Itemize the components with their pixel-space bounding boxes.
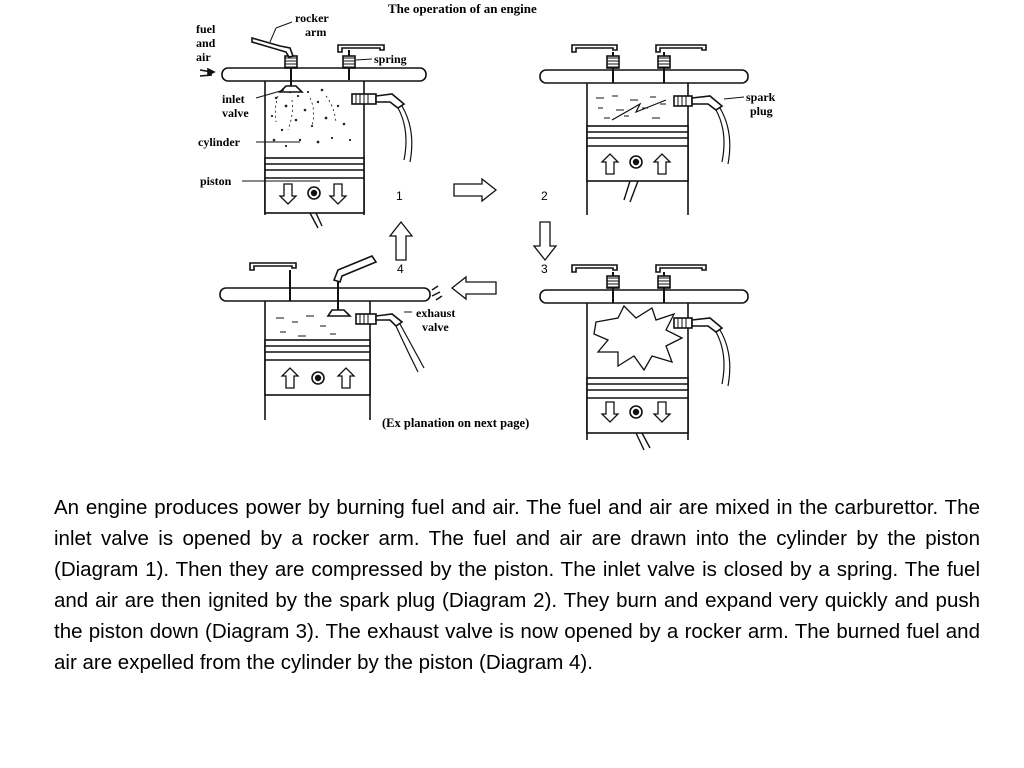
label-spring: spring: [374, 52, 407, 66]
stage-number-4: 4: [397, 262, 404, 276]
stage-4-exhaust: [219, 255, 443, 420]
stage-1-intake: [199, 36, 427, 229]
label-arm: arm: [305, 25, 326, 39]
stage-number-1: 1: [396, 189, 403, 203]
arrow-2-to-3: [532, 221, 558, 262]
label-fuel: fuel: [196, 22, 216, 36]
fuel-mist: [270, 88, 352, 148]
label-spark: spark: [746, 90, 776, 104]
stage-number-2: 2: [541, 189, 548, 203]
label-exhaust: exhaust: [416, 306, 455, 320]
stage-1-leader-lines: [242, 21, 373, 182]
arrow-3-to-4: [450, 275, 497, 301]
label-valve: valve: [222, 106, 249, 120]
explanation-paragraph: An engine produces power by burning fuel…: [54, 496, 980, 674]
stage-2-compression: [539, 44, 749, 215]
label-exhaust-valve: valve: [422, 320, 449, 334]
label-rocker: rocker: [295, 11, 329, 25]
label-air: air: [196, 50, 211, 64]
stage-1-labels: fuel and air rocker arm spring inlet val…: [196, 11, 407, 188]
stage-3-power: [539, 264, 749, 451]
label-piston: piston: [200, 174, 232, 188]
label-cylinder: cylinder: [198, 135, 241, 149]
stage-4-labels: exhaust valve: [404, 306, 455, 334]
stage-number-3: 3: [541, 262, 548, 276]
engine-operation-diagram: The operation of an engine: [196, 1, 776, 451]
stage-2-labels: spark plug: [723, 90, 776, 118]
cycle-arrows: [388, 177, 558, 301]
diagram-title: The operation of an engine: [388, 1, 537, 16]
label-and: and: [196, 36, 216, 50]
explanation-note: (Ex planation on next page): [382, 416, 529, 430]
label-plug: plug: [750, 104, 773, 118]
arrow-1-to-2: [453, 177, 498, 203]
label-inlet: inlet: [222, 92, 245, 106]
arrow-4-to-1: [388, 220, 414, 261]
